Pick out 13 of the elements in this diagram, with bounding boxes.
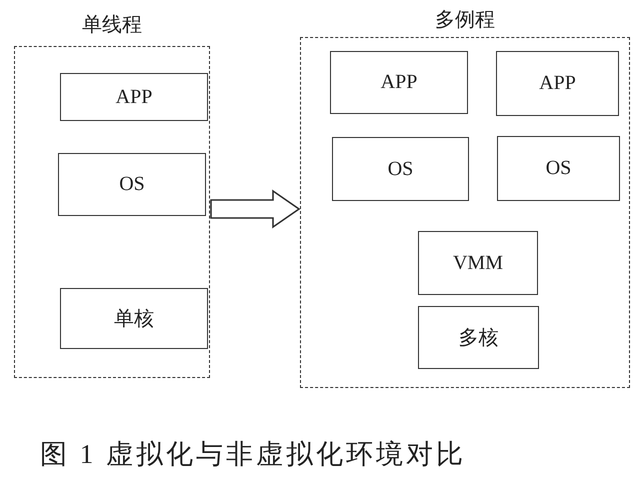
group-heading: 多例程 <box>434 8 496 33</box>
component-box: 多核 <box>418 306 539 369</box>
group-heading: 单线程 <box>81 13 143 38</box>
component-box: APP <box>496 51 619 116</box>
component-box: OS <box>58 153 206 216</box>
figure-caption: 图 1 虚拟化与非虚拟化环境对比 <box>40 438 467 471</box>
component-box: VMM <box>418 231 538 295</box>
component-box: APP <box>60 73 208 121</box>
component-box: OS <box>497 136 620 201</box>
component-box: OS <box>332 137 469 201</box>
component-box: APP <box>330 51 468 114</box>
component-box: 单核 <box>60 288 208 349</box>
block-arrow <box>210 189 300 229</box>
